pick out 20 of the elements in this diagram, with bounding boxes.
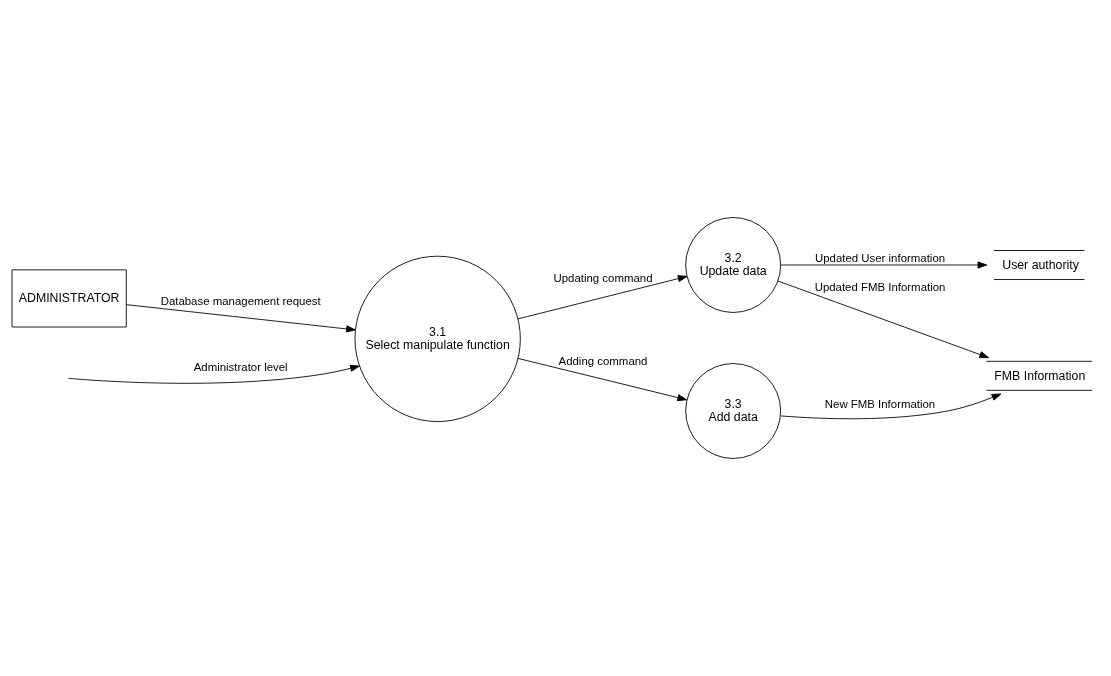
arrow xyxy=(517,357,688,402)
arrow xyxy=(126,304,356,333)
edge-label: Updated FMB Information xyxy=(814,280,946,293)
node-circle: 3.2 Update data xyxy=(685,217,782,313)
arrow xyxy=(777,280,990,359)
arrow xyxy=(69,364,360,384)
edge-label: Updated User information xyxy=(814,251,946,264)
edge-label: Adding command xyxy=(558,354,648,367)
arrow xyxy=(517,275,688,320)
arrow xyxy=(780,261,988,269)
node-circle: 3.3 Add data xyxy=(685,363,782,459)
edge-label: New FMB Information xyxy=(824,397,936,410)
node-box: ADMINISTRATOR xyxy=(11,269,127,328)
edge-label: Database management request xyxy=(160,294,321,307)
node-text: User authority xyxy=(1002,257,1079,272)
edge-label: Administrator level xyxy=(193,360,288,373)
edge-label: Updating command xyxy=(553,272,653,285)
node-text: FMB Information xyxy=(994,368,1086,383)
arrow xyxy=(780,393,1002,420)
node-circle: 3.1 Select manipulate function xyxy=(354,255,521,422)
